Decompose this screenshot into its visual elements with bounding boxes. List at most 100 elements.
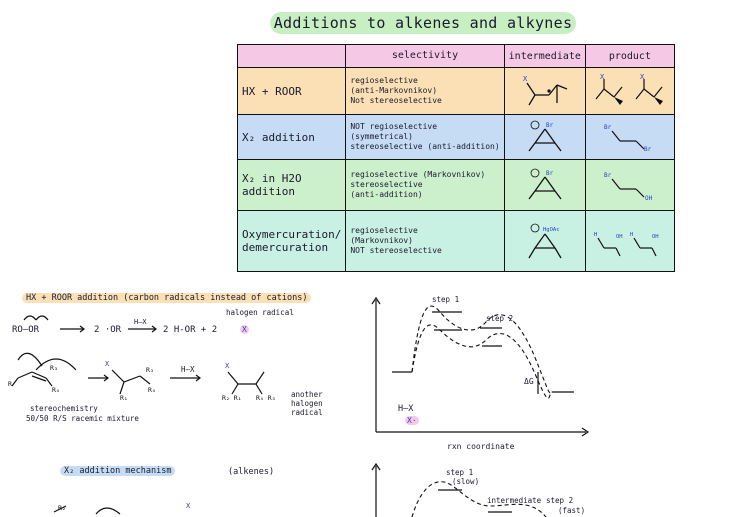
r-group-label: R₃ bbox=[146, 366, 154, 374]
selectivity-line: NOT stereoselective bbox=[350, 246, 442, 255]
selectivity-line: (Markovnikov) bbox=[350, 236, 413, 245]
intermediate-cell: Br bbox=[503, 114, 586, 160]
r-group-label: R₄ bbox=[52, 386, 60, 394]
propagation-products: 2 H-OR + 2 bbox=[163, 325, 218, 335]
r-group-label: R₄ bbox=[148, 386, 156, 394]
product-bond bbox=[255, 371, 265, 385]
reaction-arrowhead bbox=[79, 325, 85, 333]
alkene-bond bbox=[17, 371, 33, 379]
alkene-bond bbox=[31, 375, 47, 382]
homolysis-arrow bbox=[35, 315, 49, 321]
product-bond bbox=[255, 383, 263, 395]
bromonium-intermediate-structure: Br bbox=[528, 120, 562, 152]
r-group-label: R₁ bbox=[120, 394, 128, 402]
step1-label: step 1 bbox=[432, 295, 460, 304]
page-title: Additions to alkenes and alkynes bbox=[270, 12, 576, 34]
header-cell-blank bbox=[236, 44, 347, 68]
intermediate-cell: HgOAc bbox=[503, 210, 586, 272]
table-row: X₂ in H2O addition regioselective (Marko… bbox=[236, 159, 675, 211]
reaction-arrowhead bbox=[151, 325, 157, 333]
another-radical-note: another halogen radical bbox=[291, 390, 323, 417]
step2-label-2: step 2 bbox=[546, 496, 574, 505]
step2-fast-label: (fast) bbox=[558, 506, 586, 515]
product-cell: X X bbox=[584, 67, 675, 115]
axis-arrowhead bbox=[581, 427, 590, 437]
svg-text:OH: OH bbox=[616, 234, 623, 240]
mercurinium-intermediate-structure: HgOAc bbox=[528, 223, 562, 259]
selectivity-line: Not stereoselective bbox=[350, 96, 442, 105]
summary-table: selectivity intermediate product HX + RO… bbox=[236, 44, 675, 272]
step1-slow-label: (slow) bbox=[452, 477, 480, 486]
table-row: X₂ addition NOT regioselective (symmetri… bbox=[236, 114, 675, 160]
svg-text:Br: Br bbox=[644, 146, 652, 153]
reaction-name: Oxymercuration/ demercuration bbox=[236, 210, 347, 272]
reaction-arrowhead bbox=[195, 374, 201, 382]
substituent-bond bbox=[11, 377, 19, 387]
delta-g-label: ΔG bbox=[524, 377, 534, 386]
table-header-row: selectivity intermediate product bbox=[236, 44, 675, 68]
x-substituent: X bbox=[105, 360, 110, 368]
r-group-label: R₄ R₃ bbox=[256, 394, 276, 402]
product-cell: Br Br bbox=[584, 114, 675, 160]
substituent-bond bbox=[45, 377, 53, 387]
selectivity-line: regioselective bbox=[350, 76, 418, 85]
svg-text:HgOAc: HgOAc bbox=[543, 227, 560, 233]
intermediate-cell: Br bbox=[503, 159, 586, 211]
reaction-name: X₂ addition bbox=[236, 114, 347, 160]
product-cell: Br OH bbox=[584, 159, 675, 211]
selectivity-line: stereoselective (anti-addition) bbox=[350, 142, 500, 151]
alkene-bond bbox=[31, 371, 47, 379]
dibromide-product-structure: Br Br bbox=[604, 124, 652, 153]
reactant-hx-label: H–X bbox=[398, 404, 414, 414]
axis-arrowhead bbox=[371, 462, 381, 471]
x-substituent: X bbox=[186, 502, 191, 510]
halogen-radical-symbol: X bbox=[240, 325, 249, 334]
selectivity-line: NOT regioselective bbox=[350, 122, 438, 131]
x-substituent: X bbox=[225, 362, 230, 370]
hx-arrow-label: H–X bbox=[181, 365, 195, 374]
section-heading-text: HX + ROOR addition (carbon radicals inst… bbox=[22, 293, 312, 303]
selectivity-line: (anti-Markovnikov) bbox=[350, 86, 438, 95]
r-group-label: R₃ bbox=[50, 364, 58, 372]
energy-profile-dashed bbox=[411, 305, 553, 394]
intermediate-bond bbox=[119, 381, 125, 395]
halohydrin-product-structure: Br OH bbox=[604, 172, 653, 202]
radical-arrow bbox=[17, 352, 43, 367]
intermediate-label: intermediate bbox=[487, 496, 542, 505]
selectivity-line: (symmetrical) bbox=[350, 132, 413, 141]
product-bond bbox=[227, 371, 239, 385]
product-cell: H OH H OH bbox=[584, 210, 675, 272]
electron-arrow bbox=[95, 507, 121, 515]
r-group-label: R₂ bbox=[58, 504, 66, 512]
reaction-name: X₂ in H2O addition bbox=[236, 159, 347, 211]
x-axis-label: rxn coordinate bbox=[447, 442, 515, 451]
selectivity-cell: regioselective (Markovnikov) stereoselec… bbox=[345, 159, 505, 211]
intermediate-cell: X bbox=[503, 67, 586, 115]
svg-text:X: X bbox=[600, 73, 605, 81]
step1-label-2: step 1 bbox=[446, 468, 474, 477]
section-heading-hx-roor: HX + ROOR addition (carbon radicals inst… bbox=[22, 293, 312, 303]
svg-text:Br: Br bbox=[604, 124, 612, 131]
svg-text:Br: Br bbox=[546, 170, 554, 177]
axis-arrowhead bbox=[371, 296, 381, 305]
r-group-label: R bbox=[8, 380, 12, 388]
reaction-name: HX + ROOR bbox=[236, 67, 347, 115]
reaction-arrowhead bbox=[103, 374, 109, 382]
peroxide-reactant: RO—OR bbox=[12, 325, 40, 335]
table-row: Oxymercuration/ demercuration regioselec… bbox=[236, 210, 675, 272]
selectivity-line: (anti-addition) bbox=[350, 190, 423, 199]
radical-intermediate-structure: X bbox=[523, 75, 568, 106]
alkoxy-radical: 2 ·OR bbox=[94, 325, 122, 335]
homolysis-arrow bbox=[23, 315, 37, 321]
table-row: HX + ROOR regioselective (anti-Markovnik… bbox=[236, 67, 675, 115]
svg-text:X: X bbox=[523, 75, 528, 83]
intermediate-bond bbox=[139, 375, 151, 385]
selectivity-cell: regioselective (anti-Markovnikov) Not st… bbox=[345, 67, 505, 115]
energy-profile-dashed bbox=[411, 324, 553, 399]
product-bond bbox=[231, 383, 239, 395]
svg-text:Br: Br bbox=[604, 172, 612, 179]
alkenes-note: (alkenes) bbox=[228, 467, 275, 477]
alcohol-product-structures: H OH H OH bbox=[594, 232, 659, 257]
r-group-label: R₂ R₁ bbox=[222, 394, 242, 402]
